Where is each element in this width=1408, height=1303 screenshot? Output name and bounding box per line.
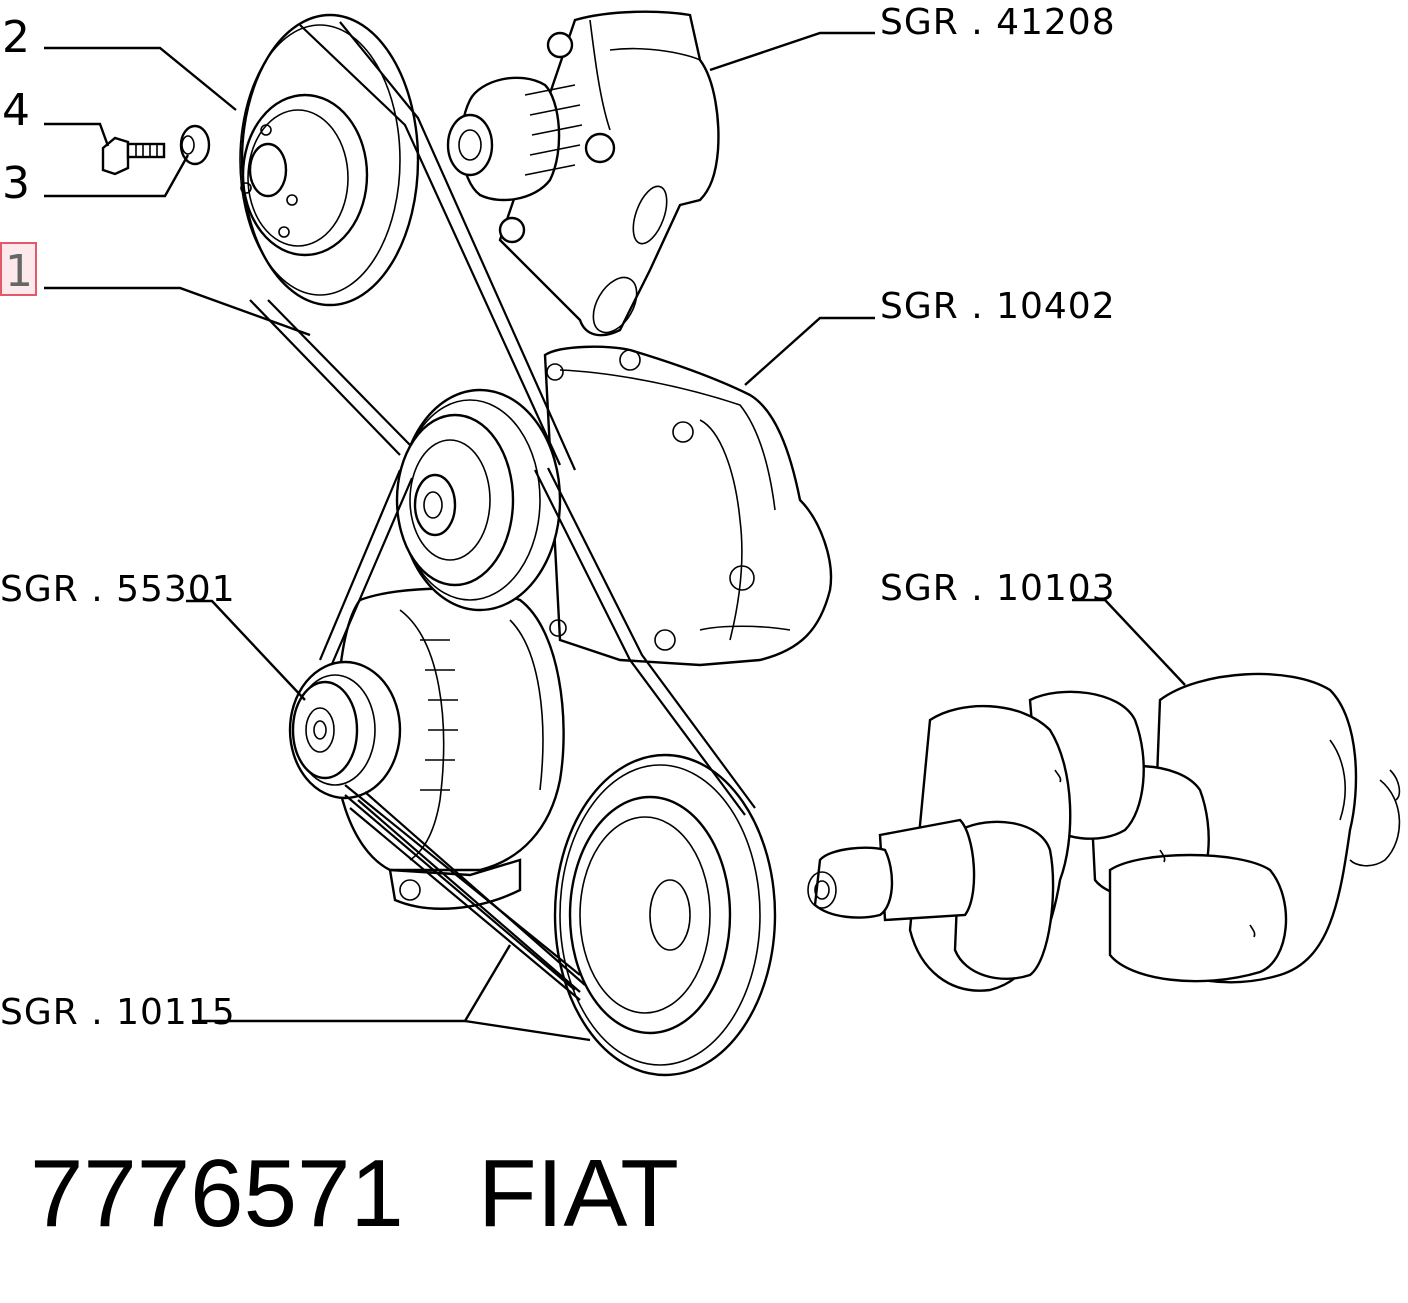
- idler-pulley-drawing: [239, 13, 420, 307]
- brand-name: FIAT: [478, 1140, 679, 1247]
- callout-item-1: 1: [5, 246, 33, 297]
- ref-sgr-10115: SGR . 10115: [0, 992, 236, 1033]
- water-pump-pulley-drawing: [395, 388, 562, 612]
- crank-pulley-drawing: [553, 753, 777, 1077]
- tensioner-bracket-drawing: [446, 10, 720, 337]
- ref-sgr-10103: SGR . 10103: [880, 568, 1116, 609]
- highlight-box-item-1: [0, 242, 37, 296]
- part-number: 7776571: [30, 1140, 404, 1247]
- ref-sgr-41208: SGR . 41208: [880, 2, 1116, 43]
- leader-lines: [44, 31, 1186, 1042]
- callout-item-2: 2: [2, 12, 30, 63]
- drive-belts-drawing: [249, 21, 756, 1001]
- alternator-drawing: [288, 587, 565, 910]
- washer-drawing: [179, 124, 211, 166]
- callout-item-4: 4: [2, 85, 30, 136]
- engine-housing-drawing: [543, 345, 833, 667]
- callout-item-3: 3: [2, 158, 30, 209]
- crankshaft-drawing: [807, 672, 1401, 992]
- ref-sgr-55301: SGR . 55301: [0, 569, 236, 610]
- ref-sgr-10402: SGR . 10402: [880, 286, 1116, 327]
- bolt-drawing: [101, 136, 166, 176]
